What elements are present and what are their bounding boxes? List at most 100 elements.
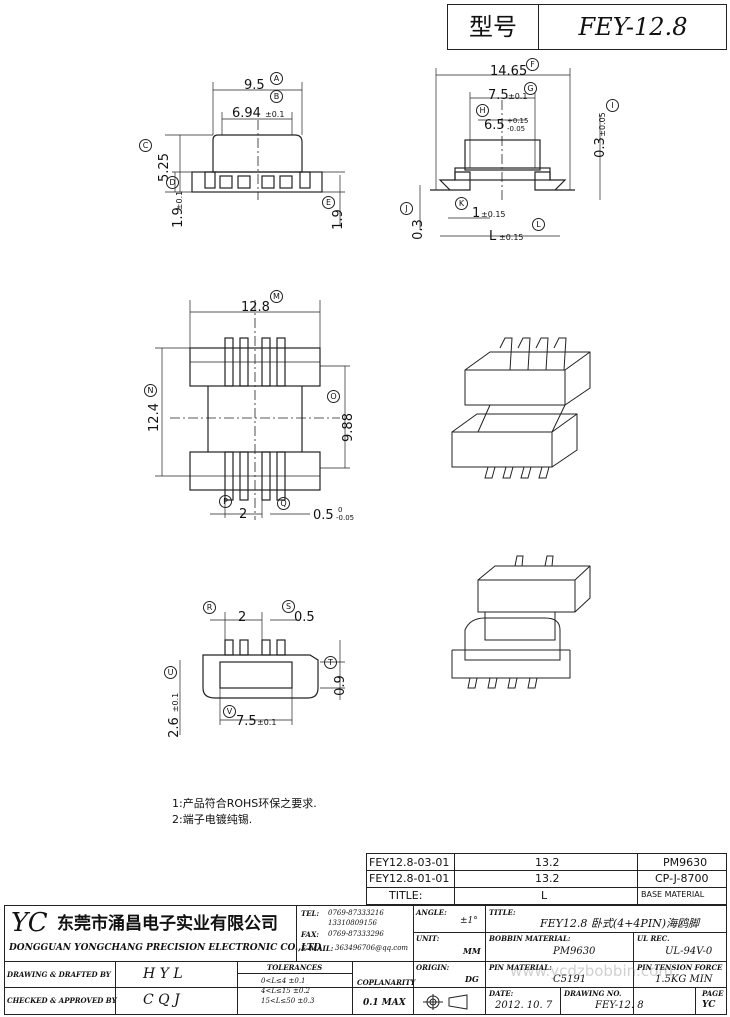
dim-h: 6.5	[484, 118, 505, 133]
callout-q: Q	[277, 497, 290, 510]
tolerances-label: TOLERANCES	[267, 963, 323, 972]
dim-q-tol-up: 0	[338, 506, 343, 514]
email-label: E-MAIL:	[301, 944, 334, 953]
checked-label: CHECKED & APPROVED BY	[7, 996, 117, 1005]
pin-tension: 1.5KG MIN	[655, 974, 713, 985]
front-view	[165, 82, 345, 225]
origin-label: ORIGIN:	[416, 963, 450, 972]
callout-b: B	[270, 90, 283, 103]
bobbin-label: BOBBIN MATERIAL:	[489, 934, 571, 943]
dim-j: 0.3	[410, 219, 426, 240]
row1-material: PM9630	[663, 856, 708, 869]
drawing-no-label: DRAWING NO.	[564, 989, 622, 998]
tel-2: 13310809156	[328, 919, 377, 927]
projection-symbol	[423, 994, 473, 1014]
callout-p: P	[219, 495, 232, 508]
top-view	[155, 300, 350, 520]
dim-l-tol: ±0.15	[499, 233, 524, 242]
callout-d: D	[166, 176, 179, 189]
dim-b: 6.94	[232, 106, 261, 121]
company-logo: YC	[11, 908, 48, 938]
callout-o: O	[327, 390, 340, 403]
dim-h-tol-dn: -0.05	[507, 125, 526, 133]
isometric-view-2	[451, 555, 591, 689]
tol-2: 4<L≤15 ±0.2	[261, 987, 310, 995]
callout-r: R	[203, 601, 216, 614]
company-name-cn: 东莞市涌昌电子实业有限公司	[57, 914, 278, 934]
row1-part: FEY12.8-03-01	[369, 856, 450, 869]
callout-c: C	[139, 139, 152, 152]
callout-k: K	[455, 197, 468, 210]
angle-label: ANGLE:	[416, 908, 447, 917]
callout-n: N	[144, 384, 157, 397]
material-table: FEY12.8-03-01 13.2 PM9630 FEY12.8-01-01 …	[366, 853, 727, 905]
title-label: TITLE:	[489, 908, 516, 917]
dim-n: 12.4	[146, 403, 162, 432]
footer-material: BASE MATERIAL	[641, 890, 705, 899]
dim-q: 0.5	[313, 508, 334, 523]
angle: ±1°	[460, 916, 478, 926]
callout-v: V	[223, 705, 236, 718]
dim-m: 12.8	[241, 300, 270, 315]
pin: C5191	[553, 974, 587, 985]
callout-i: I	[606, 99, 619, 112]
drawn-label: DRAWING & DRAFTED BY	[7, 970, 111, 979]
page: YC	[702, 1000, 716, 1010]
technical-drawing	[155, 68, 601, 735]
origin: DG	[465, 974, 479, 984]
row1-value: 13.2	[535, 856, 560, 869]
note-2: 2:端子电镀纯锡.	[172, 813, 253, 826]
page-label: PAGE	[702, 989, 724, 998]
bottom-view	[179, 612, 345, 735]
row2-part: FEY12.8-01-01	[369, 872, 450, 885]
callout-e: E	[322, 196, 335, 209]
dim-r: 2	[238, 610, 247, 625]
date-label: DATE:	[489, 989, 514, 998]
coplanarity-label: COPLANARITY	[357, 978, 416, 987]
unit: MM	[463, 946, 481, 956]
callout-t: T	[324, 656, 337, 669]
callout-h: H	[476, 104, 489, 117]
dim-p: 2	[239, 507, 248, 522]
dim-e: 1.9	[330, 209, 346, 230]
dim-f: 14.65	[490, 64, 528, 79]
watermark: www.ycdzbobbin.com	[510, 962, 673, 980]
row2-material: CP-J-8700	[655, 872, 709, 885]
callout-m: M	[270, 290, 283, 303]
dim-t: 0.9	[332, 675, 348, 696]
dim-o: 9.88	[340, 413, 356, 442]
email: 363496706@qq.com	[335, 944, 409, 952]
title-block: YC 东莞市涌昌电子实业有限公司 DONGGUAN YONGCHANG PREC…	[4, 905, 727, 1015]
footer-title: TITLE:	[389, 889, 423, 902]
dim-l: L	[489, 229, 497, 244]
drawing-title: FEY12.8 卧式(4+4PIN)海鸥脚	[540, 917, 700, 930]
model-value: FEY-12.8	[578, 13, 688, 41]
drawn: H Y L	[143, 966, 183, 982]
pin-label: PIN MATERIAL:	[489, 963, 552, 972]
callout-l: L	[532, 218, 545, 231]
tol-1: 0<L≤4 ±0.1	[261, 977, 306, 985]
dim-h-tol-up: +0.15	[507, 117, 529, 125]
unit-label: UNIT:	[416, 934, 440, 943]
isometric-view-1	[451, 337, 591, 479]
callout-f: F	[526, 58, 539, 71]
dim-k-tol: ±0.15	[481, 210, 506, 219]
bobbin: PM9630	[553, 946, 596, 957]
footer-value: L	[541, 889, 548, 902]
date: 2012. 10. 7	[495, 1000, 553, 1011]
dim-i-tol: ±0.05	[597, 112, 607, 137]
callout-j: J	[400, 202, 413, 215]
side-view	[419, 68, 601, 237]
model-label: 型号	[448, 5, 539, 49]
dim-k: 1	[472, 206, 481, 221]
dim-v-tol: ±0.1	[257, 718, 277, 727]
tol-3: 15<L≤50 ±0.3	[261, 997, 315, 1005]
callout-g: G	[524, 82, 537, 95]
dim-g-tol: ±0.1	[508, 92, 528, 101]
dim-u: 2.6	[166, 717, 182, 738]
dim-b-tol: ±0.1	[265, 110, 285, 119]
company-name-en: DONGGUAN YONGCHANG PRECISION ELECTRONIC …	[9, 943, 322, 953]
tel-1: 0769-87333216	[328, 909, 384, 917]
dim-u-tol: ±0.1	[171, 692, 181, 713]
callout-a: A	[270, 72, 283, 85]
